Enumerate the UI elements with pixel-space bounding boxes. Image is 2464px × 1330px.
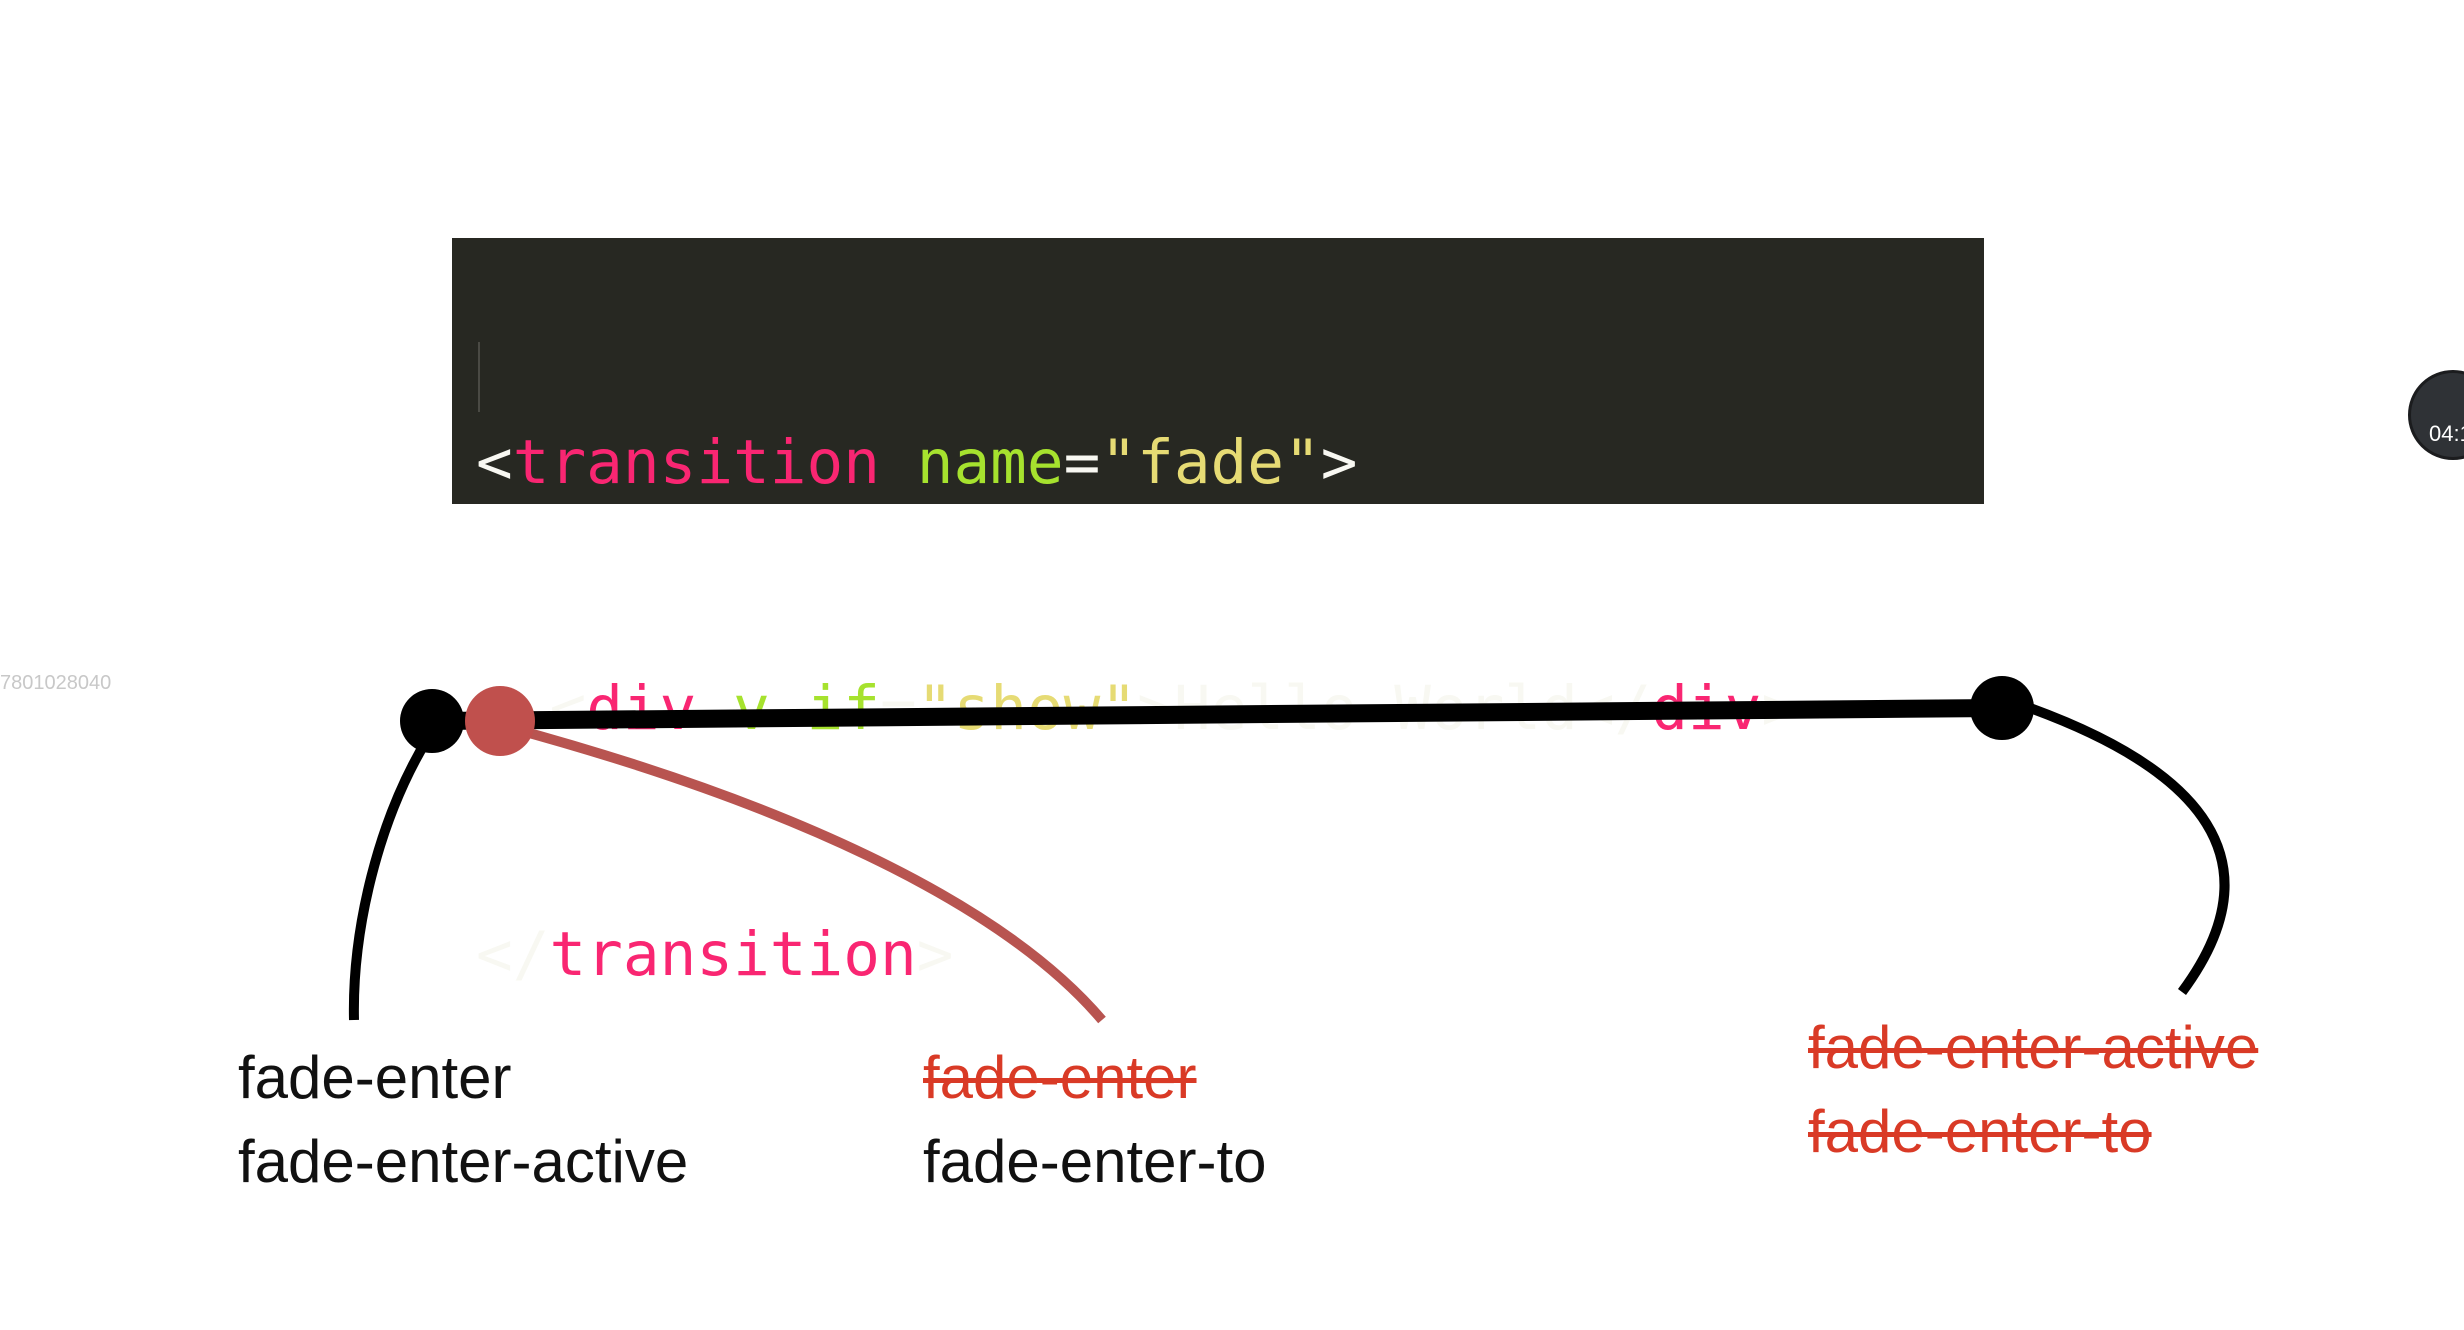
end-dot bbox=[1970, 676, 2034, 740]
label-next-frame-removed-fade-enter: fade-enter bbox=[923, 1044, 1197, 1111]
code-token: transition bbox=[549, 919, 917, 990]
next-frame-callout-curve bbox=[498, 720, 1106, 1024]
label-end-removed-fade-enter-active: fade-enter-active bbox=[1808, 1014, 2259, 1081]
code-token: div bbox=[586, 673, 697, 744]
next-frame-dot bbox=[465, 686, 535, 756]
code-line-3: </transition> bbox=[476, 914, 1960, 996]
code-token: > bbox=[1320, 427, 1358, 498]
timeline-line bbox=[423, 699, 2011, 730]
code-block: <transition name="fade"> <div v-if="show… bbox=[452, 238, 1984, 990]
code-token: name bbox=[916, 427, 1064, 498]
timer-text: 04:1 bbox=[2429, 421, 2464, 446]
code-token: > bbox=[916, 919, 954, 990]
code-token: </ bbox=[476, 919, 550, 990]
label-next-frame-fade-enter-to: fade-enter-to bbox=[923, 1128, 1267, 1195]
label-start-fade-enter: fade-enter bbox=[238, 1044, 512, 1111]
code-token: < bbox=[549, 673, 587, 744]
end-callout-curve bbox=[2028, 703, 2230, 995]
code-token: = bbox=[1063, 427, 1101, 498]
start-callout-curve bbox=[348, 735, 433, 1021]
code-token: < bbox=[476, 427, 513, 498]
label-end-removed-fade-enter-to: fade-enter-to bbox=[1808, 1098, 2152, 1165]
indent-guide bbox=[478, 342, 480, 412]
code-token: transition bbox=[512, 427, 880, 498]
code-token: "fade" bbox=[1100, 427, 1321, 498]
label-start-fade-enter-active: fade-enter-active bbox=[238, 1128, 689, 1195]
start-dot bbox=[400, 689, 464, 753]
code-line-1: <transition name="fade"> bbox=[476, 422, 1960, 504]
side-id-text: 7801028040 bbox=[0, 672, 112, 694]
